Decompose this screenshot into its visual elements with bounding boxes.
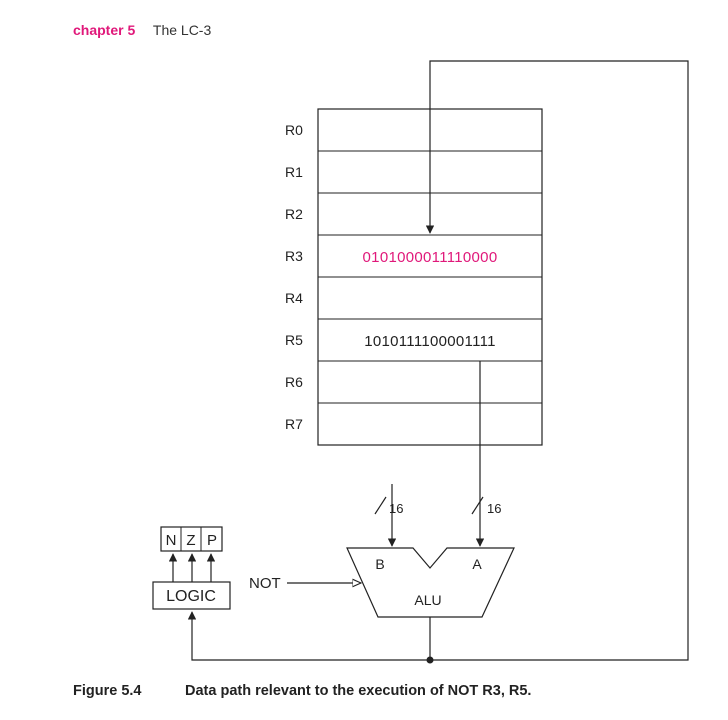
register-label-r7: R7 [285, 416, 303, 432]
register-label-r2: R2 [285, 206, 303, 222]
register-label-r3: R3 [285, 248, 303, 264]
register-label-r4: R4 [285, 290, 303, 306]
register-read-bus [374, 361, 485, 547]
bus-junction-dot [426, 656, 434, 664]
register-file: R0 R1 R2 R3 R4 R5 R6 R7 0101000011110000… [285, 108, 543, 446]
alu-label: ALU [414, 592, 441, 608]
nzp-n: N [166, 532, 177, 549]
figure-caption: Figure 5.4 Data path relevant to the exec… [73, 683, 531, 699]
chapter-label: chapter 5 [73, 22, 136, 38]
alu-input-a-label: A [472, 556, 482, 572]
register-label-r6: R6 [285, 374, 303, 390]
nzp-p: P [207, 532, 217, 549]
bus-width-a: 16 [487, 501, 501, 516]
page-header: chapter 5 The LC-3 [73, 22, 211, 38]
register-value-r3: 0101000011110000 [363, 249, 498, 266]
register-label-r5: R5 [285, 332, 303, 348]
chapter-title: The LC-3 [152, 22, 212, 38]
register-label-r1: R1 [285, 164, 303, 180]
register-label-r0: R0 [285, 122, 303, 138]
figure-number: Figure 5.4 [73, 683, 142, 699]
logic-label: LOGIC [166, 588, 216, 605]
alu-control-label: NOT [249, 575, 281, 592]
feedback-bus [187, 60, 689, 661]
logic-box [152, 581, 231, 610]
alu: B A ALU [346, 547, 515, 618]
nzp-condition-codes: N Z P LOGIC [152, 526, 231, 610]
bus-width-b: 16 [389, 501, 403, 516]
alu-input-b-label: B [375, 556, 384, 572]
register-value-r5: 1010111100001111 [364, 333, 496, 350]
figure-caption-text: Data path relevant to the execution of N… [185, 683, 532, 699]
nzp-z: Z [186, 532, 195, 549]
